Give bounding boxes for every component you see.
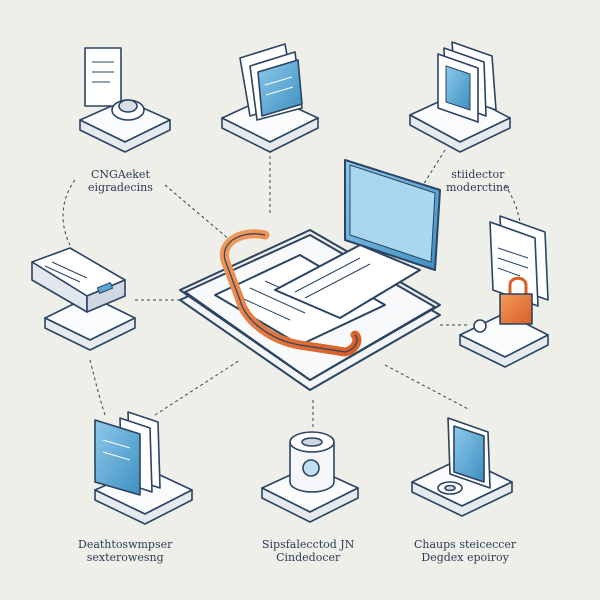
connector-top-left	[164, 184, 231, 241]
document-lock-node-icon	[459, 215, 549, 368]
phone-node-icon	[411, 417, 513, 517]
label-bottom-left: Deathtoswmpser sexterowesng	[78, 538, 172, 564]
label-top-left: CNGAeket eigradecins	[88, 168, 153, 194]
label-bottom-center-line1: Sipsfalecctod JN	[262, 538, 355, 551]
connector-bottom-right	[384, 364, 471, 411]
connector-arc-left	[62, 179, 76, 246]
label-top-right-line2: moderctine	[446, 181, 510, 194]
folder-node-icon	[221, 43, 319, 153]
label-bottom-center-line2: Cindedocer	[276, 551, 341, 564]
connector-arc-bottom-left	[89, 359, 106, 416]
label-bottom-right: Chaups steiceccer Degdex epoiroy	[414, 538, 516, 564]
label-top-left-line1: CNGAeket	[90, 168, 150, 181]
label-bottom-right-line1: Chaups steiceccer	[414, 538, 517, 551]
label-top-right: stiidector moderctine	[446, 168, 510, 194]
server-node-icon	[31, 247, 136, 351]
label-bottom-right-line2: Degdex epoiroy	[421, 551, 509, 564]
connector-top-right	[419, 149, 446, 191]
label-top-right-line1: stiidector	[451, 168, 505, 181]
label-bottom-left-line1: Deathtoswmpser	[78, 538, 173, 551]
connector-bottom-left	[154, 359, 241, 416]
central-platform-icon	[179, 159, 441, 391]
document-node-icon	[79, 47, 171, 153]
connector-lines	[62, 149, 521, 430]
files-node-icon	[94, 411, 193, 525]
label-top-left-line2: eigradecins	[88, 181, 153, 194]
connector-arc-right	[504, 184, 521, 223]
label-bottom-left-line2: sexterowesng	[86, 551, 164, 564]
label-bottom-center: Sipsfalecctod JN Cindedocer	[262, 538, 354, 564]
stacked-cards-node-icon	[409, 41, 511, 153]
cylinder-node-icon	[261, 431, 359, 523]
